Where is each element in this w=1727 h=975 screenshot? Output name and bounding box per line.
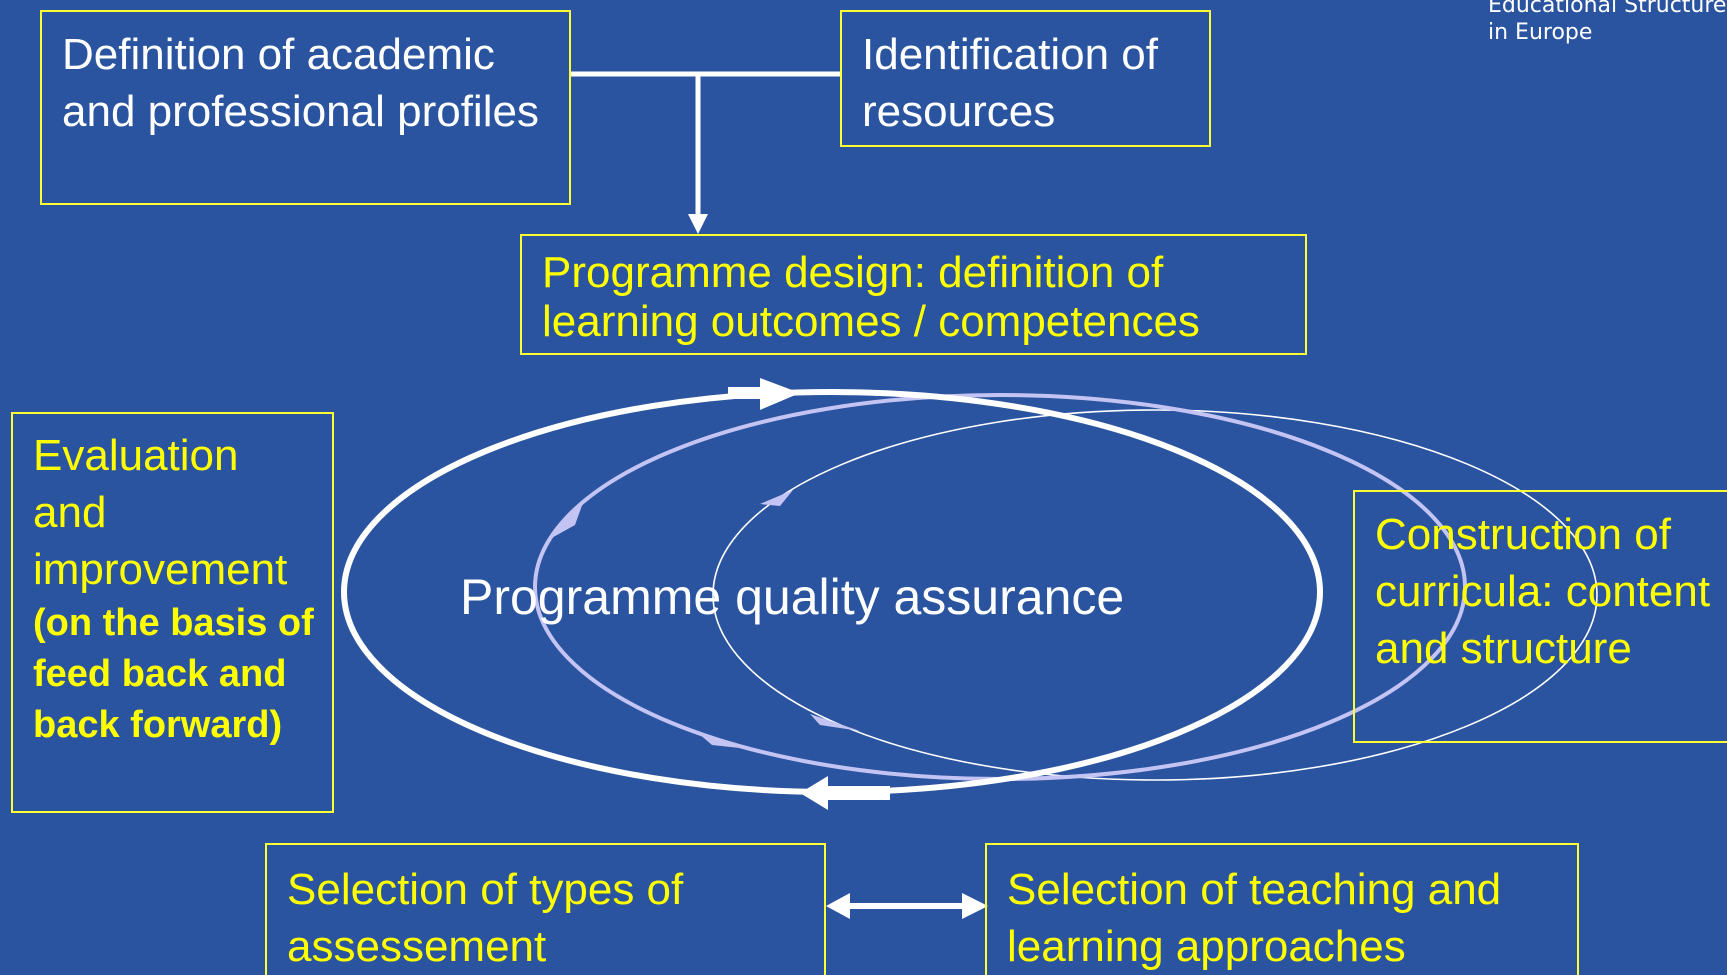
middle-arrow-top [548, 500, 584, 540]
outer-arrow-top [760, 378, 800, 410]
double-arrow-right-head [962, 893, 988, 919]
programme-design-line-1: Programme design: definition of [542, 248, 1164, 297]
box-resources: Identification of resources [840, 10, 1211, 147]
arrowhead-down [688, 214, 708, 234]
middle-arrow-bottom [698, 733, 740, 748]
double-arrow-left-head [826, 893, 850, 919]
box-curricula: Construction of curricula: content and s… [1353, 490, 1727, 743]
box-assessment: Selection of types of assessement [265, 843, 826, 975]
evaluation-text: Evaluation and improvement [33, 431, 288, 594]
logo-text: Educational Structures in Europe [1488, 0, 1727, 46]
outer-arrow-bottom-shaft [826, 786, 890, 800]
box-programme-design: Programme design: definition of learning… [520, 234, 1307, 355]
inner-cycle-ellipse [712, 409, 1598, 781]
assessment-text: Selection of types of assessement [287, 865, 684, 971]
logo-line-1: Educational Structures [1488, 0, 1727, 18]
box-academic-profiles: Definition of academic and professional … [40, 10, 571, 205]
teaching-text: Selection of teaching and learning appro… [1007, 865, 1502, 971]
inner-arrow-top [760, 490, 793, 506]
box-evaluation: Evaluation and improvement (on the basis… [11, 412, 334, 813]
resources-text: Identification of resources [862, 30, 1158, 136]
center-label: Programme quality assurance [460, 569, 1125, 625]
academic-profiles-text: Definition of academic and professional … [62, 30, 539, 136]
box-teaching: Selection of teaching and learning appro… [985, 843, 1579, 975]
programme-design-line-2: learning outcomes / competences [542, 297, 1200, 346]
logo-line-2: in Europe [1488, 20, 1593, 45]
inner-arrow-bottom [810, 714, 860, 731]
outer-arrow-bottom [800, 776, 828, 810]
outer-arrow-top-shaft [728, 387, 768, 399]
curricula-text: Construction of curricula: content and s… [1375, 510, 1711, 673]
evaluation-bold-text: (on the basis of feed back and back forw… [33, 602, 314, 746]
